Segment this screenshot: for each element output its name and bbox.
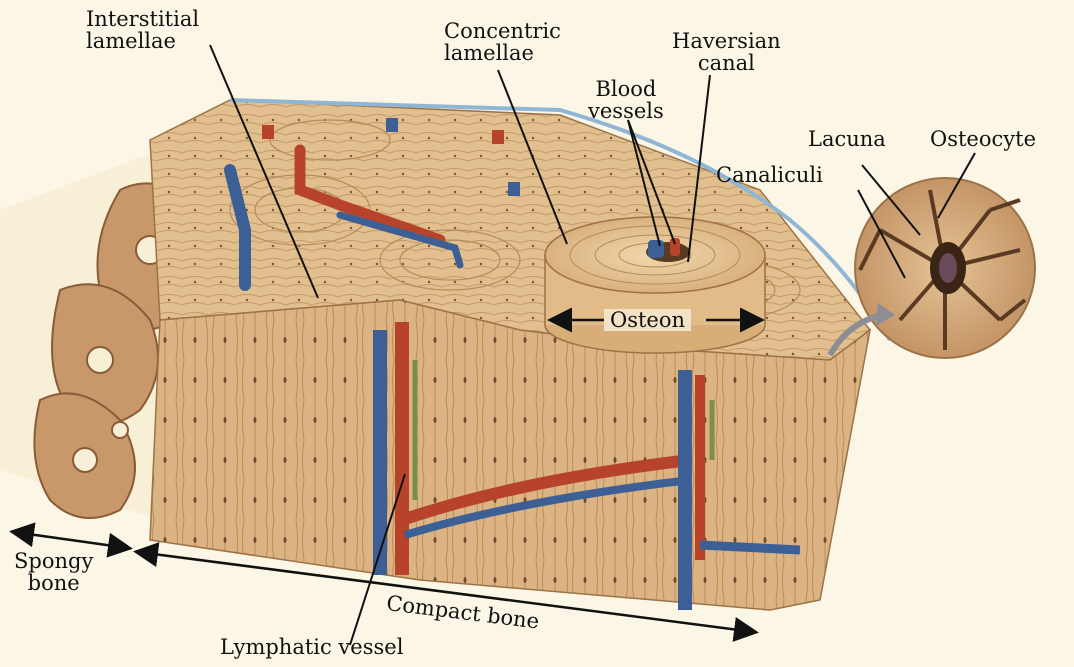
label-osteon: Osteon — [604, 309, 691, 331]
label-blood-vessels: Blood vessels — [588, 78, 664, 122]
label-blood-vessels-text: Blood vessels — [588, 77, 664, 123]
osteon-cylinder — [545, 217, 765, 353]
label-spongy-bone-text: Spongy bone — [14, 549, 93, 595]
label-haversian-canal-text: Haversian canal — [672, 29, 781, 75]
label-lacuna-text: Lacuna — [808, 127, 886, 151]
label-lymphatic-vessel: Lymphatic vessel — [220, 636, 403, 658]
label-interstitial-lamellae-text: Interstitial lamellae — [86, 7, 199, 53]
label-osteon-text: Osteon — [610, 308, 685, 332]
label-osteocyte: Osteocyte — [930, 128, 1036, 150]
spongy-bone-arrow — [14, 532, 128, 548]
label-spongy-bone: Spongy bone — [14, 550, 93, 594]
label-lymphatic-vessel-text: Lymphatic vessel — [220, 635, 403, 659]
label-osteocyte-text: Osteocyte — [930, 127, 1036, 151]
label-lacuna: Lacuna — [808, 128, 886, 150]
label-canaliculi-text: Canaliculi — [716, 163, 823, 187]
label-concentric-lamellae: Concentric lamellae — [444, 20, 561, 64]
label-haversian-canal: Haversian canal — [672, 30, 781, 74]
label-canaliculi: Canaliculi — [716, 164, 823, 186]
label-concentric-lamellae-text: Concentric lamellae — [444, 19, 561, 65]
label-interstitial-lamellae: Interstitial lamellae — [86, 8, 199, 52]
